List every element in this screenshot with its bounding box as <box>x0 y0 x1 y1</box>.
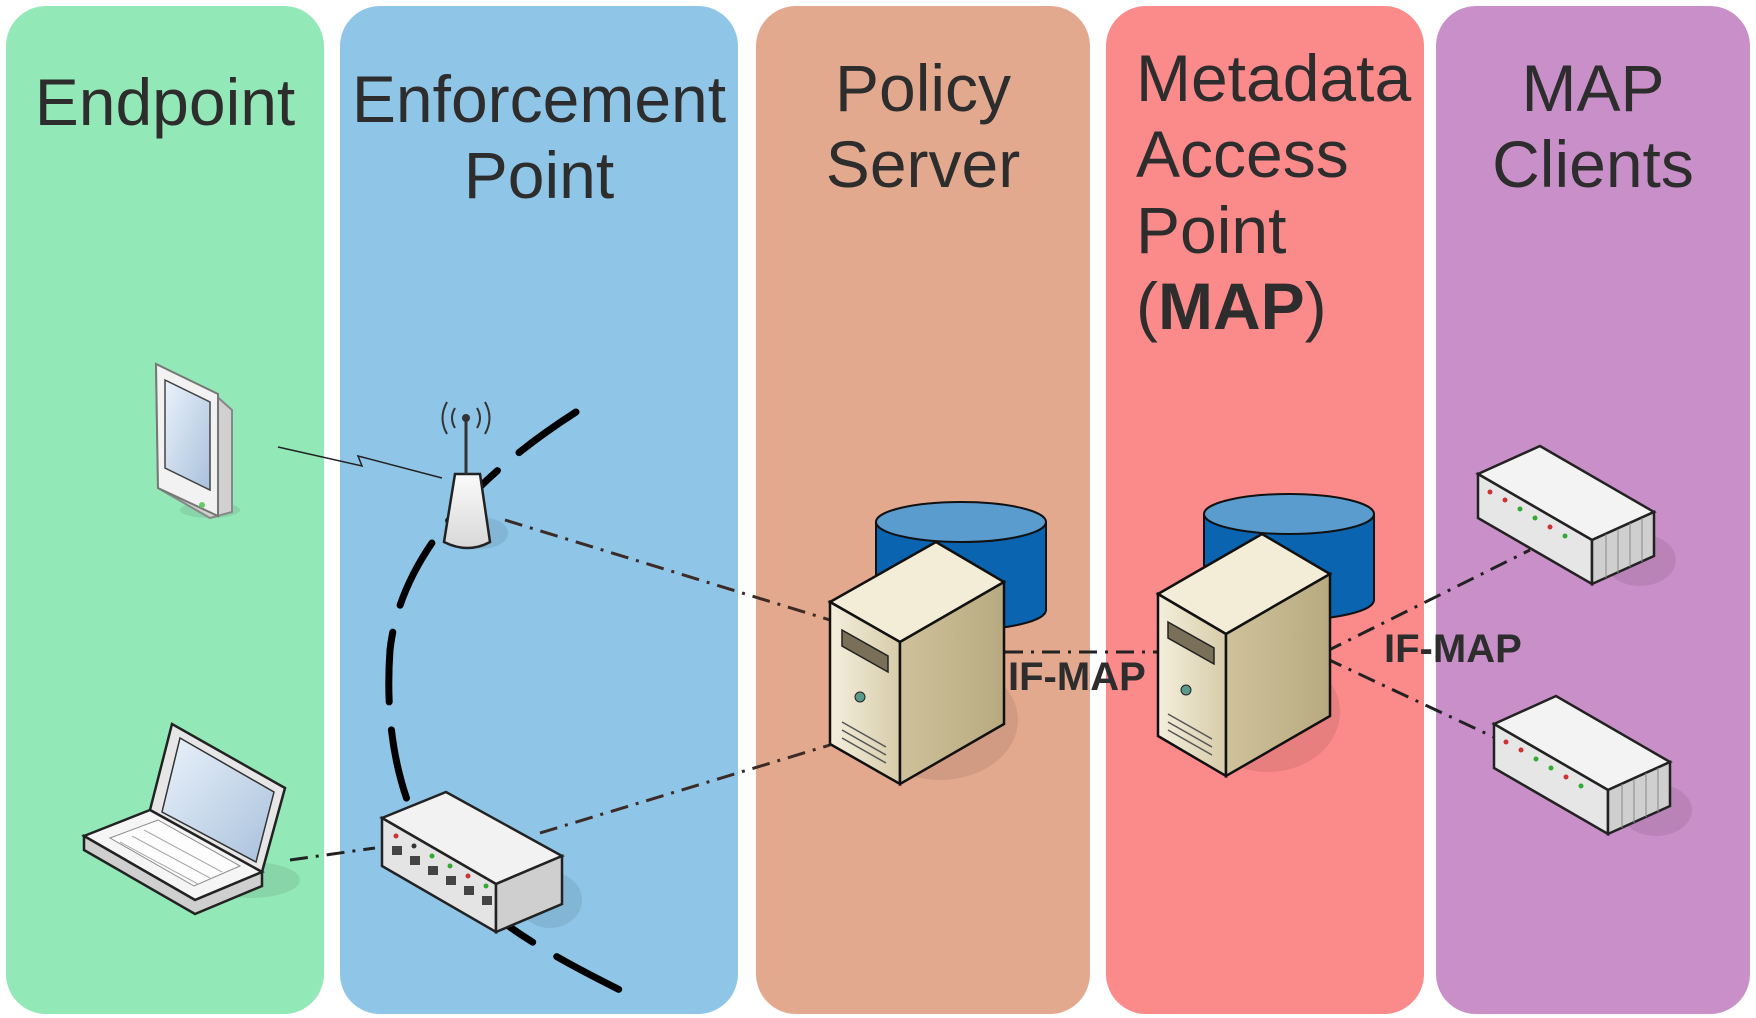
title-line: Policy <box>834 51 1012 125</box>
title-line: MAP <box>1521 51 1665 125</box>
line-ap-to-policy <box>504 518 831 622</box>
paren-close: ) <box>1304 269 1327 343</box>
line-map-to-client-1 <box>1324 548 1531 654</box>
line-laptop-to-switch <box>289 846 376 862</box>
connection-lines <box>289 518 1531 862</box>
title-line: Point <box>1136 193 1287 267</box>
server-with-database-icon <box>827 501 1047 787</box>
line-switch-to-policy <box>539 743 831 835</box>
title-line: Access <box>1136 117 1349 191</box>
map-abbrev: MAP <box>1157 269 1305 343</box>
laptop-icon <box>81 722 300 916</box>
lane-title-enforcement-point: Enforcement Point <box>340 61 738 213</box>
server-with-database-icon <box>1155 493 1375 779</box>
title-line: Server <box>825 127 1021 201</box>
title-line-map-abbrev: (MAP) <box>1136 268 1424 344</box>
if-map-label-map-clients: IF-MAP <box>1384 627 1522 671</box>
line-map-to-client-2 <box>1324 656 1501 742</box>
lane-title-metadata-access-point: Metadata Access Point (MAP) <box>1136 40 1424 344</box>
title-line: Metadata <box>1136 41 1412 115</box>
title-line: Endpoint <box>34 65 296 139</box>
paren-open: ( <box>1136 269 1158 343</box>
rack-server-icon <box>1475 444 1676 587</box>
lane-title-endpoint: Endpoint <box>6 64 324 140</box>
network-switch-icon <box>379 790 582 935</box>
if-map-label-policy-map: IF-MAP <box>1008 655 1146 699</box>
tablet-icon <box>154 362 240 520</box>
lane-title-map-clients: MAP Clients <box>1436 50 1750 202</box>
wireless-access-point-icon <box>441 401 508 550</box>
rack-server-icon <box>1491 694 1692 837</box>
title-line: Enforcement <box>351 62 727 136</box>
title-line: Point <box>463 138 615 212</box>
lane-title-policy-server: Policy Server <box>756 50 1090 202</box>
title-line: Clients <box>1492 127 1694 201</box>
wireless-link <box>277 446 443 479</box>
